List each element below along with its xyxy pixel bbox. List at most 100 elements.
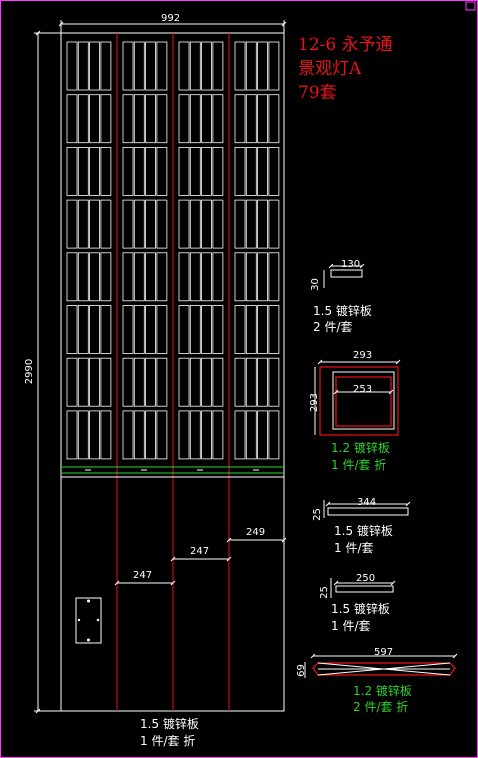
part-b-outer-red [319,366,399,436]
spacing-dim-line-2-tick [226,556,232,562]
part-b-outer-dim: 293 [353,350,373,361]
louvre-slot [77,199,89,249]
part-b-dim-tick [333,389,339,395]
louvre-slot [122,199,134,249]
louvre-slot [145,199,157,249]
louvre-slot [268,357,280,407]
main-panel-note-material: 1.5 镀锌板 [140,717,199,731]
part-a-note-material: 1.5 镀锌板 [313,304,372,318]
louvre-slot [133,357,145,407]
louvre-slot [77,94,89,144]
louvre-slot [189,41,201,91]
louvre-slot [178,357,190,407]
part-b-inner-red [335,376,392,427]
louvre-slot [178,199,190,249]
spacing-dim-line-3-tick [226,537,232,543]
louvre-slot [145,94,157,144]
louvre-slot [100,146,112,196]
louvre-slot [66,410,78,460]
louvre-slot [77,410,89,460]
louvre-slot [133,410,145,460]
louvre-slot [122,146,134,196]
louvre-slot [77,146,89,196]
louvre-slot [133,199,145,249]
louvre-slot [245,305,257,354]
louvre-slot [133,146,145,196]
louvre-slot [201,94,213,144]
louvre-slot [89,41,100,91]
louvre-slot [89,305,100,354]
main-panel-note-qty: 1 件/套 折 [140,734,196,748]
part-b-dim-tick [317,359,323,365]
louvre-slot [201,41,213,91]
part-a-dim-tick [359,263,365,269]
part-b-dim-tick [388,389,394,395]
cutout-outline [75,597,102,644]
louvre-slot [145,305,157,354]
part-e-dim-tick [452,653,458,659]
louvre-slot [257,199,269,249]
part-c-width-dim: 344 [357,497,377,508]
louvre-slot [212,410,224,460]
louvre-slot [77,357,89,407]
louvre-slot [122,357,134,407]
louvre-slot [212,357,224,407]
louvre-slot [268,410,280,460]
part-c-outline [327,507,409,516]
louvre-slot [257,94,269,144]
louvre-slot [156,305,168,354]
part-e-height-dim: 69 [295,664,307,677]
louvre-slot [100,199,112,249]
louvre-slot [201,305,213,354]
parts-drawing [304,263,458,678]
louvre-slot [66,41,78,91]
louvre-slot [133,305,145,354]
louvre-slot [66,305,78,354]
part-a-note-qty: 2 件/套 [313,320,353,334]
part-d-height-dim: 25 [318,586,330,599]
spacing-dim-3: 249 [246,527,266,538]
louvre-slot [234,146,246,196]
louvre-slot [178,305,190,354]
louvre-slot [234,410,246,460]
part-b-flange [332,371,395,430]
main-width-dim: 992 [161,13,181,24]
louvre-slot [212,94,224,144]
louvre-slot [145,41,157,91]
louvre-slot [201,252,213,302]
louvre-slot [268,199,280,249]
louvre-slot [100,252,112,302]
louvre-slot [212,305,224,354]
louvre-slot [66,94,78,144]
louvre-slot [212,41,224,91]
louvre-slot [201,146,213,196]
louvre-slot [156,146,168,196]
louvre-slot [89,146,100,196]
louvre-slot [234,305,246,354]
part-d-width-dim: 250 [356,573,376,584]
louvre-slot [178,252,190,302]
part-b-note-qty: 1 件/套 折 [331,458,387,472]
louvre-slot [268,252,280,302]
louvre-slot [201,357,213,407]
louvre-slot [122,252,134,302]
louvre-slot [156,94,168,144]
part-d-dim-tick [333,580,339,586]
spacing-dim-line-3-tick [281,537,287,543]
part-a-dim-tick [328,263,334,269]
louvre-slot [122,410,134,460]
louvre-slot [234,41,246,91]
louvre-slot [178,94,190,144]
louvre-slot [133,252,145,302]
louvre-slot [156,199,168,249]
louvre-slot [245,199,257,249]
louvre-slot [77,305,89,354]
louvre-slot [234,252,246,302]
louvre-slot [257,410,269,460]
louvre-slot [234,94,246,144]
part-d-dim-tick [390,580,396,586]
spacing-dim-line-2-tick [170,556,176,562]
spacing-dim-line-1-tick [114,580,120,586]
part-c-note-material: 1.5 镀锌板 [334,524,393,538]
